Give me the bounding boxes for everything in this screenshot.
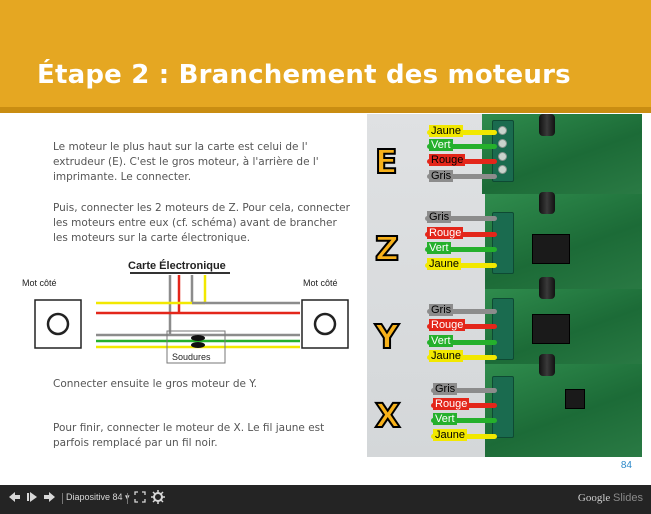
- brand-google: Google: [577, 492, 611, 504]
- label-z-3: Vert: [427, 242, 451, 254]
- next-slide-icon[interactable]: [42, 489, 58, 505]
- label-y-1: Gris: [429, 304, 454, 316]
- wiring-diagram: Carte Électronique Mot côté Mot côté Sou…: [22, 259, 349, 364]
- wire-e-gray: [427, 174, 497, 179]
- paragraph-z-motors: Puis, connecter les 2 moteurs de Z. Pour…: [53, 202, 350, 244]
- driver-chip-z: [532, 234, 570, 264]
- wire-x-gray: [431, 388, 497, 393]
- slide-selector[interactable]: Diapositive 84 ▾: [66, 492, 130, 503]
- gear-icon[interactable]: [150, 489, 166, 505]
- label-x-4: Jaune: [433, 429, 467, 441]
- label-y-2: Rouge: [429, 319, 466, 331]
- driver-chip-x: [565, 389, 585, 409]
- label-z-4: Jaune: [427, 258, 461, 270]
- label-e-3: Rouge: [429, 154, 466, 166]
- axis-letter-x: X: [374, 395, 401, 436]
- diagram-left-motor-label: Mot côté: [22, 278, 57, 288]
- label-z-1: Gris: [427, 211, 452, 223]
- wire-y-green: [427, 340, 497, 345]
- pin-e2: [498, 139, 507, 148]
- diagram-solder-label: Soudures: [172, 352, 211, 362]
- label-y-3: Vert: [429, 335, 453, 347]
- capacitor-x: [539, 354, 555, 376]
- left-motor-shaft: [46, 312, 70, 336]
- wire-e-green: [427, 144, 497, 149]
- google-slides-logo[interactable]: Google Slides: [578, 492, 643, 504]
- wire-y-gray: [427, 309, 497, 314]
- capacitor-y: [539, 277, 555, 299]
- connector-y: [492, 298, 514, 360]
- slide-title: Étape 2 : Branchement des moteurs: [37, 60, 571, 90]
- brand-slides: Slides: [613, 492, 643, 504]
- slide-selector-label: Diapositive 84: [66, 492, 123, 502]
- label-z-2: Rouge: [427, 227, 464, 239]
- wire-x-green: [431, 418, 497, 423]
- solder-point-lower: [191, 342, 205, 348]
- axis-letter-z: Z: [374, 228, 400, 269]
- capacitor-e: [539, 114, 555, 136]
- pin-e4: [498, 165, 507, 174]
- title-bar: Étape 2 : Branchement des moteurs: [0, 0, 651, 113]
- wire-z-gray: [425, 216, 497, 221]
- page-number: 84: [620, 460, 632, 471]
- axis-letter-e: E: [374, 141, 399, 182]
- pin-e3: [498, 152, 507, 161]
- driver-chip-y: [532, 314, 570, 344]
- fullscreen-icon[interactable]: [132, 489, 148, 505]
- label-e-4: Gris: [429, 170, 454, 182]
- axis-letter-y: Y: [374, 316, 400, 357]
- solder-point-upper: [191, 335, 205, 341]
- paragraph-y-motor: Connecter ensuite le gros moteur de Y.: [53, 378, 257, 390]
- connector-e: [492, 120, 514, 182]
- slide: Étape 2 : Branchement des moteurs Le mot…: [0, 0, 651, 485]
- diagram-board-label: Carte Électronique: [128, 259, 226, 272]
- label-x-1: Gris: [433, 383, 458, 395]
- paragraph-extruder: Le moteur le plus haut sur la carte est …: [53, 141, 319, 183]
- label-e-1: Jaune: [429, 125, 463, 137]
- title-bar-shade: [0, 107, 651, 113]
- toolbar-separator-2: [127, 493, 128, 504]
- label-x-3: Vert: [433, 413, 457, 425]
- label-x-2: Rouge: [433, 398, 470, 410]
- first-slide-icon[interactable]: [6, 489, 22, 505]
- wire-z-yellow: [425, 263, 497, 268]
- presentation-toolbar: Diapositive 84 ▾ Google Slides: [0, 485, 651, 514]
- capacitor-z: [539, 192, 555, 214]
- connector-z: [492, 212, 514, 274]
- play-icon[interactable]: [24, 489, 40, 505]
- pin-e1: [498, 126, 507, 135]
- paragraph-x-motor: Pour finir, connecter le moteur de X. Le…: [53, 422, 325, 449]
- diagram-right-motor-label: Mot côté: [303, 278, 338, 288]
- label-y-4: Jaune: [429, 350, 463, 362]
- right-motor-shaft: [313, 312, 337, 336]
- board-photo: Jaune Vert Rouge Gris Gris Rouge Vert Ja…: [367, 114, 642, 457]
- solder-box: [166, 330, 226, 364]
- toolbar-separator-1: [62, 493, 63, 504]
- wire-z-green: [425, 247, 497, 252]
- label-e-2: Vert: [429, 139, 453, 151]
